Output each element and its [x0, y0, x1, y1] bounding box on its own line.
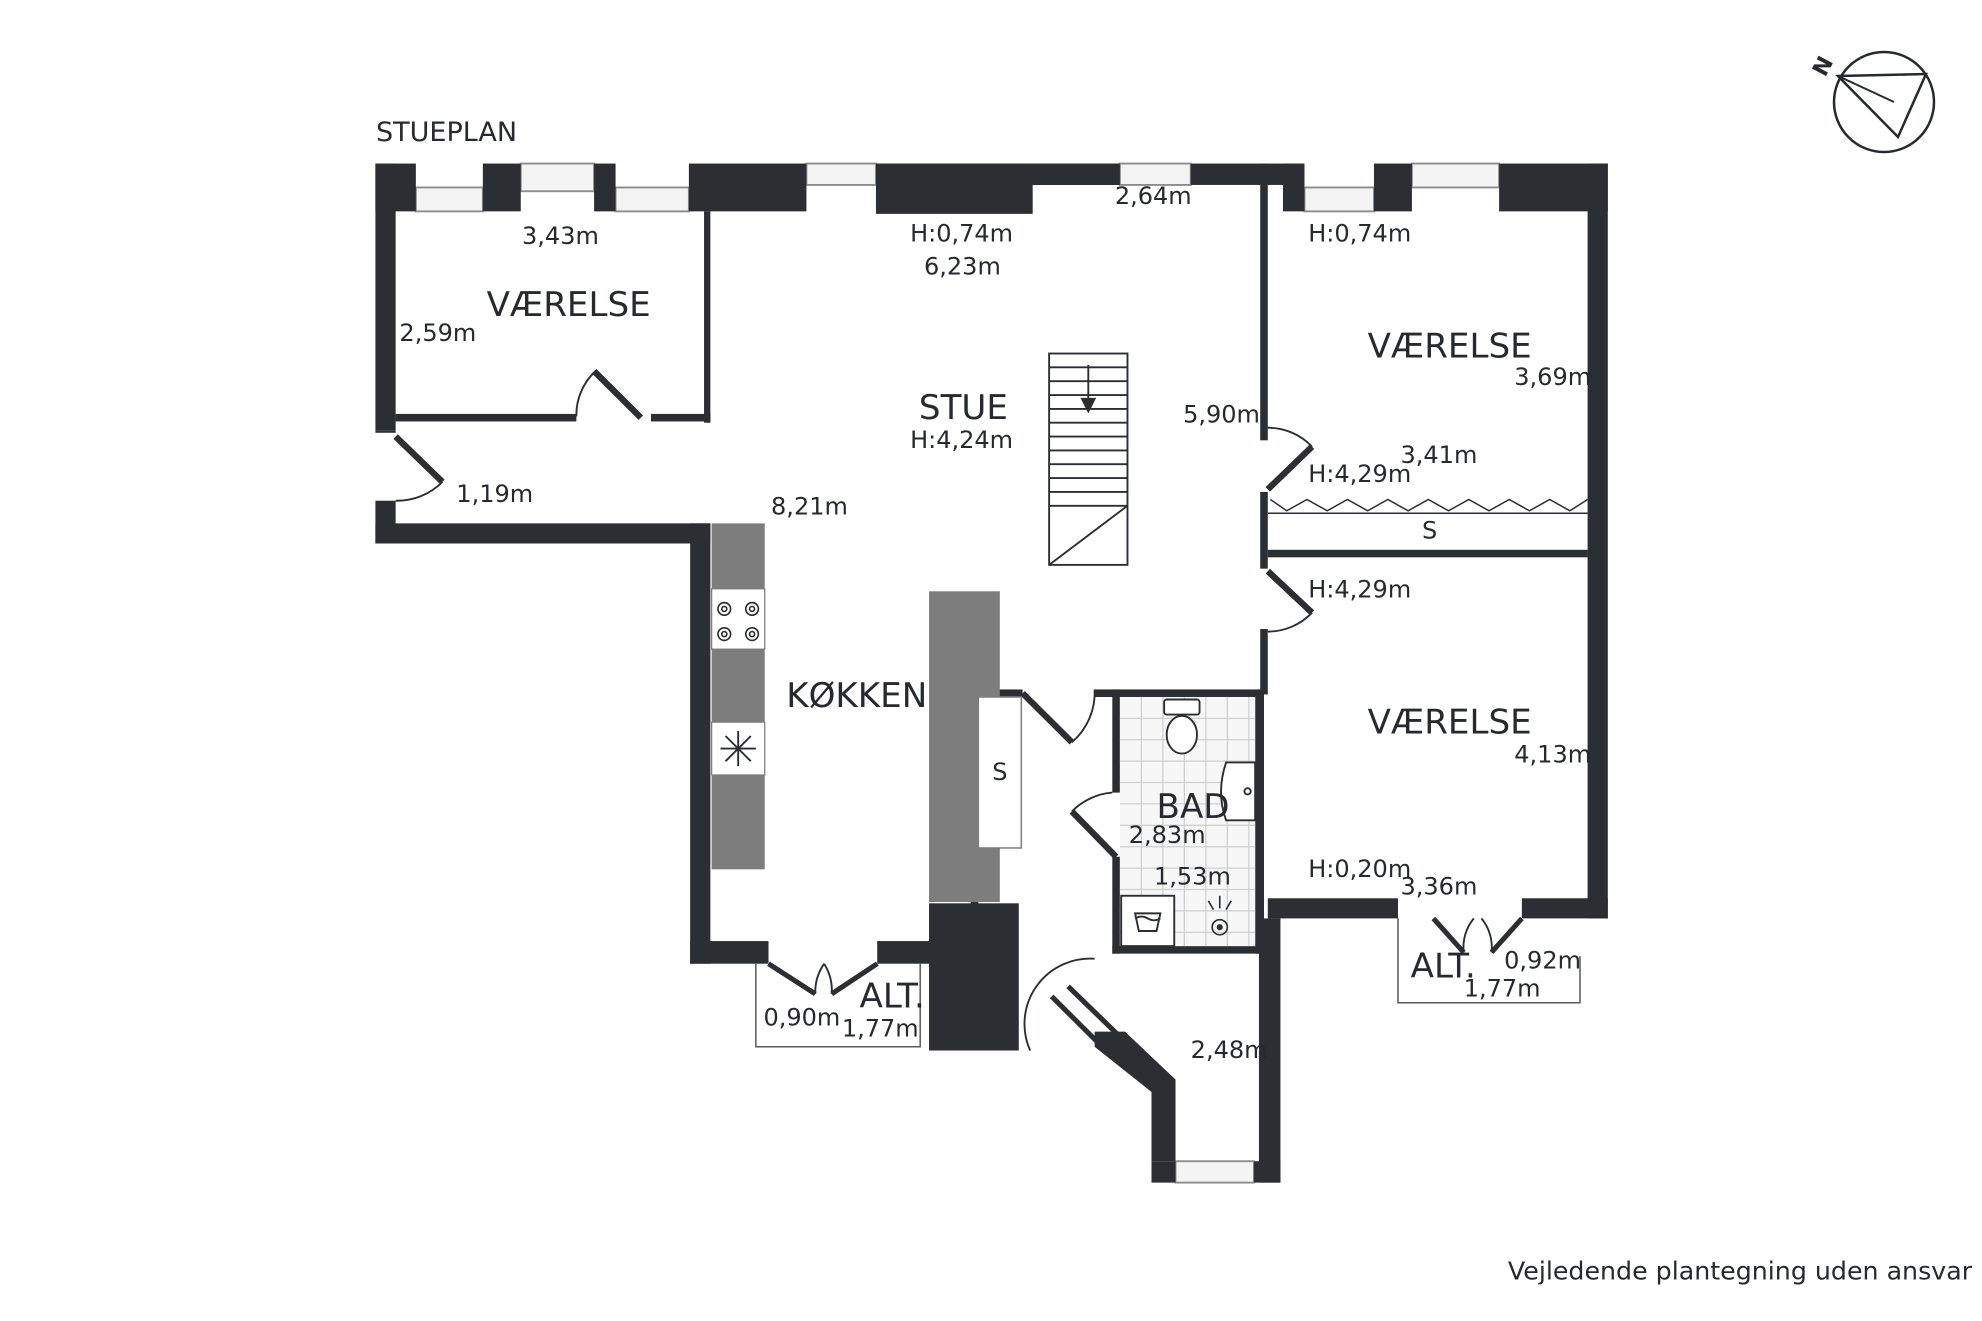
- staircase: [1048, 352, 1129, 566]
- freezer-icon: [720, 730, 756, 767]
- altan-right-depth: 0,92m: [1504, 947, 1581, 975]
- bathroom-floor: [1119, 696, 1257, 948]
- closet-label: S: [992, 758, 1007, 786]
- compass-north-label: N: [1808, 53, 1839, 81]
- doors: [393, 368, 1524, 1051]
- altan-left-label: ALT.: [860, 977, 925, 1017]
- hall-depth: 2,48m: [1191, 1036, 1268, 1064]
- vaerelse-2-width: 3,41m: [1401, 441, 1478, 469]
- room-name-vaerelse-1: VÆRELSE: [487, 285, 651, 325]
- vaerelse-1-depth: 2,59m: [399, 319, 476, 347]
- window: [1410, 162, 1501, 189]
- vaerelse-3-sill-height: H:0,20m: [1308, 855, 1411, 883]
- shower-icon: [1207, 895, 1232, 936]
- window: [1174, 1160, 1255, 1184]
- room-name-bad: BAD: [1157, 787, 1230, 827]
- stue-width: 6,23m: [924, 252, 1001, 280]
- altan-right-label: ALT.: [1411, 947, 1476, 987]
- stue-height: H:4,24m: [910, 426, 1013, 454]
- wardrobe: [1267, 498, 1588, 515]
- labels: VÆRELSE 3,43m 2,59m STUE H:4,24m H:0,74m…: [399, 182, 1972, 1286]
- vaerelse-2-window-height: H:0,74m: [1308, 220, 1411, 248]
- bad-width: 1,53m: [1154, 862, 1231, 890]
- closet: [977, 696, 1023, 849]
- toilet-icon: [1163, 698, 1201, 755]
- vaerelse-3-height: H:4,29m: [1308, 576, 1411, 604]
- plan-title: STUEPLAN: [376, 117, 517, 148]
- altan-right-width: 1,77m: [1464, 974, 1541, 1002]
- altan-left-width: 1,77m: [842, 1015, 919, 1043]
- window: [519, 162, 596, 193]
- sink-icon: [1220, 761, 1257, 822]
- stue-length: 8,21m: [771, 493, 848, 521]
- stue-depth: 5,90m: [1183, 401, 1260, 429]
- vaerelse-1-width: 3,43m: [522, 222, 599, 250]
- vaerelse-2-height: H:4,29m: [1308, 460, 1411, 488]
- bad-depth: 2,83m: [1129, 821, 1206, 849]
- stue-window-height: H:0,74m: [910, 220, 1013, 248]
- window: [1303, 186, 1375, 213]
- vaerelse-2-depth: 3,69m: [1514, 363, 1591, 391]
- washing-machine-icon: [1120, 894, 1176, 948]
- vaerelse-3-width: 3,36m: [1401, 873, 1478, 901]
- room-name-stue: STUE: [919, 388, 1008, 428]
- room-name-koekken: KØKKEN: [786, 676, 927, 716]
- disclaimer: Vejledende plantegning uden ansvar: [1508, 1257, 1973, 1286]
- stove-icon: [717, 601, 760, 642]
- altan-left-depth: 0,90m: [763, 1003, 840, 1031]
- hall-width: 1,19m: [456, 480, 533, 508]
- vaerelse-3-depth: 4,13m: [1514, 740, 1591, 768]
- window: [805, 162, 877, 186]
- window: [414, 186, 484, 213]
- walls: [375, 163, 1608, 1183]
- room-name-vaerelse-3: VÆRELSE: [1368, 703, 1532, 743]
- wardrobe-label: S: [1422, 517, 1437, 545]
- balconies: [755, 918, 1581, 1048]
- stue-window-width: 2,64m: [1115, 182, 1192, 210]
- window: [614, 186, 690, 213]
- room-name-vaerelse-2: VÆRELSE: [1368, 326, 1532, 366]
- kitchen-counter: [710, 523, 1000, 903]
- compass-icon: [1832, 50, 1936, 154]
